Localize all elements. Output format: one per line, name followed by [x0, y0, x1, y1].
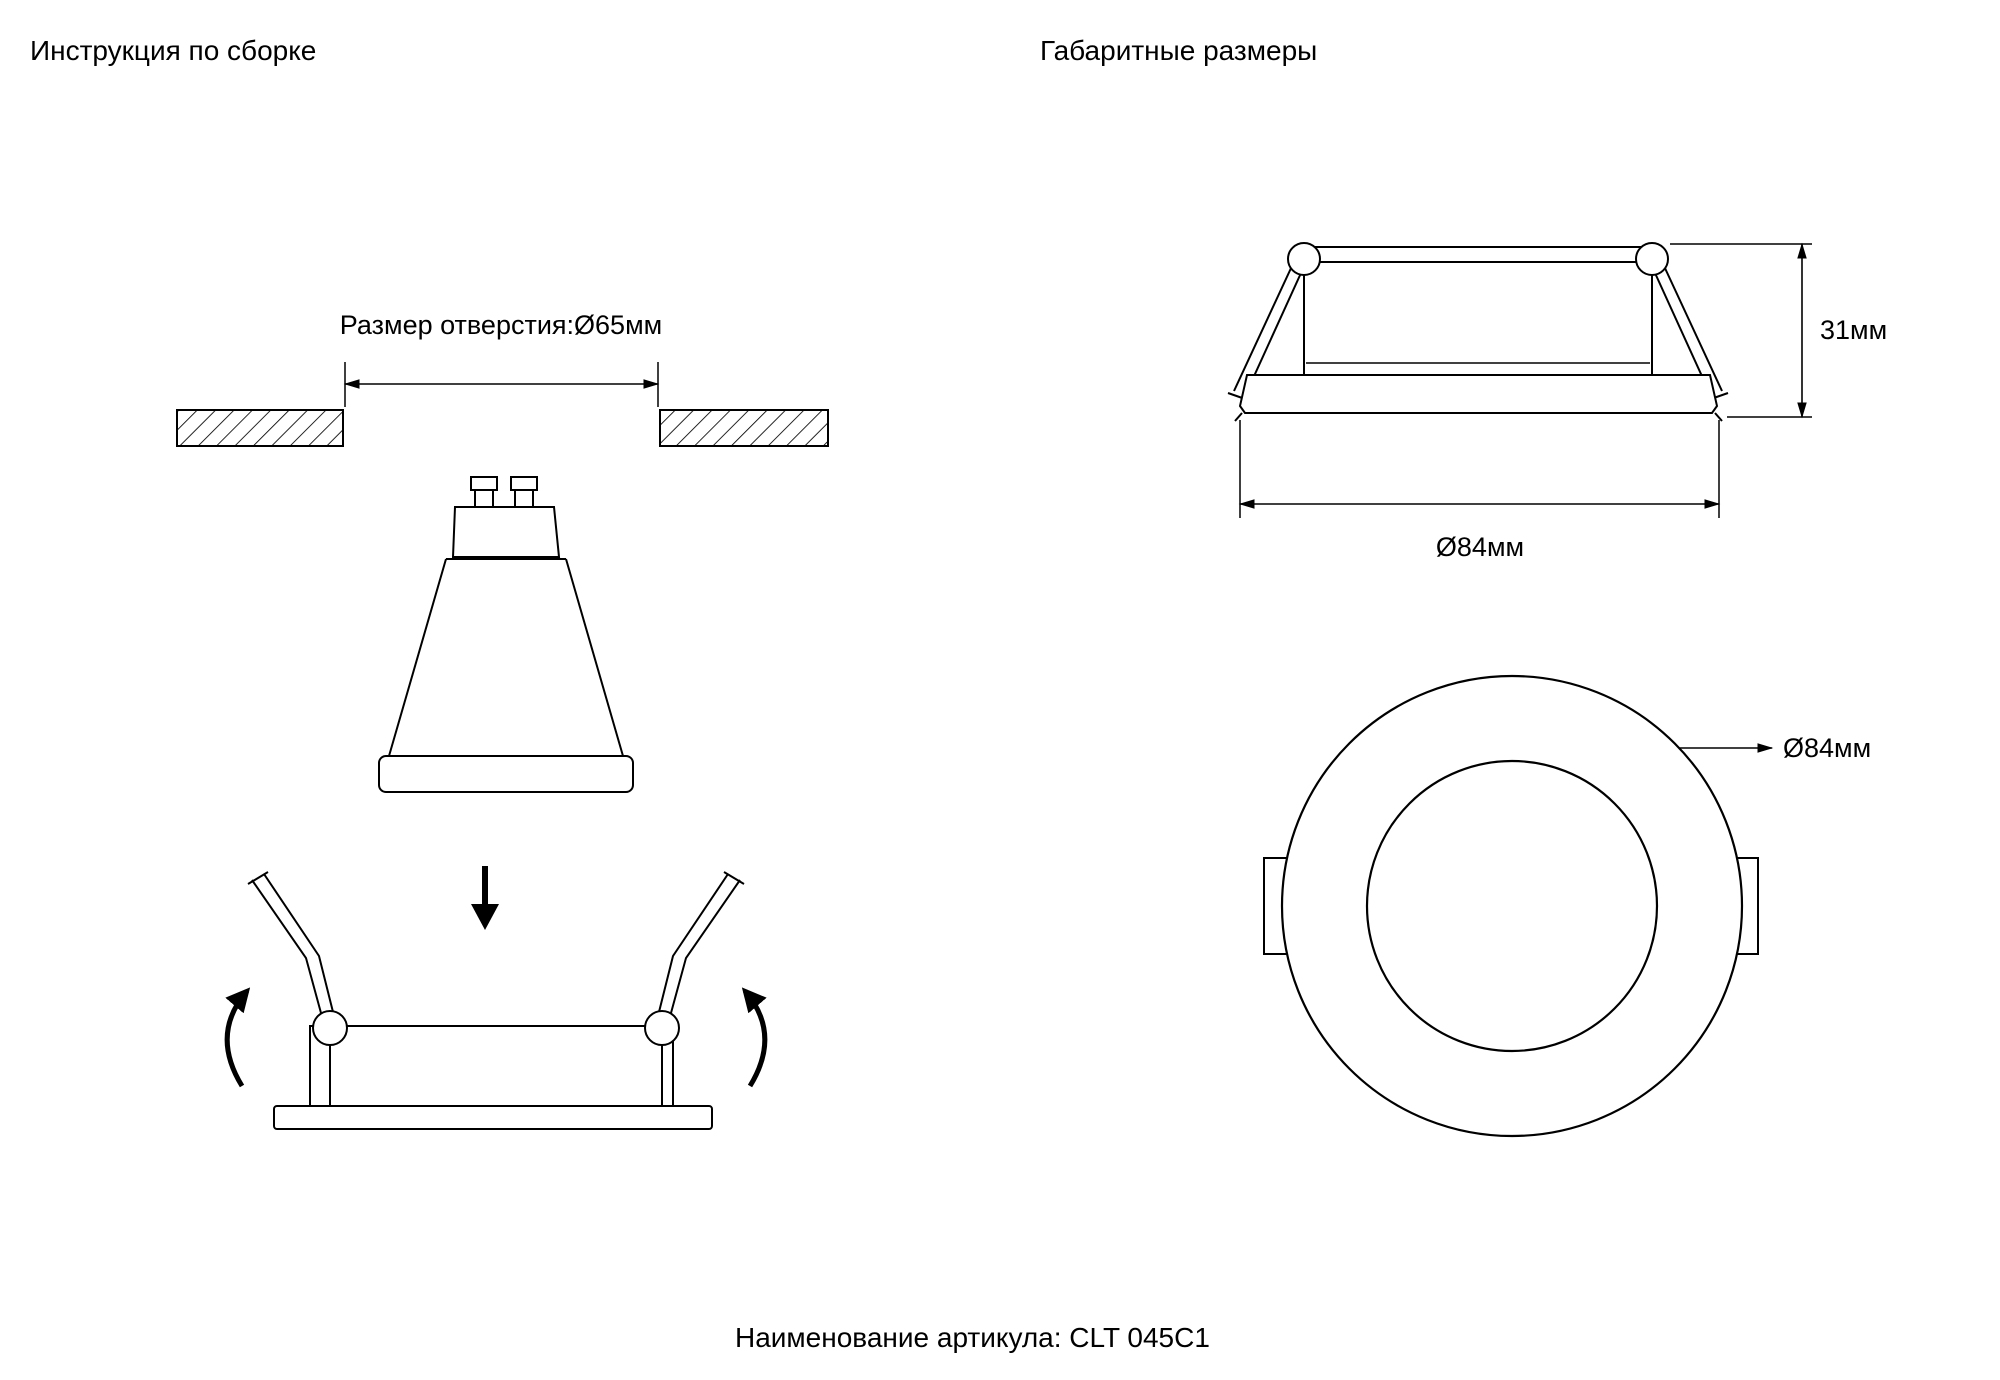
side-body: [1303, 261, 1653, 376]
article-name-label: Наименование артикула: CLT 045C1: [735, 1322, 1210, 1353]
front-diameter-label: Ø84мм: [1783, 733, 1871, 763]
front-inner-ring: [1365, 759, 1659, 1053]
ceiling-section-left: [176, 409, 344, 447]
fixture-body: [309, 1025, 674, 1107]
trim-lip-right: [1714, 412, 1723, 422]
height-dimension-label: 31мм: [1820, 315, 1887, 345]
ceiling-cutout: [176, 409, 829, 447]
lamp-neck: [451, 506, 561, 558]
lamp-pin-cap-left: [470, 476, 498, 491]
clip-arm-line: [1233, 265, 1293, 392]
outer-diameter-label: Ø84мм: [1436, 532, 1524, 562]
clip-foot: [247, 871, 269, 885]
side-pivot-left: [1287, 242, 1321, 276]
clip-arm-line: [263, 873, 335, 1017]
gu10-lamp: [378, 476, 634, 793]
trim-lip-left: [1234, 412, 1243, 422]
clip-foot: [723, 871, 745, 885]
spring-clip-left: [247, 871, 335, 1017]
spring-clip-right: [657, 871, 745, 1017]
lamp-body-right-edge: [565, 558, 624, 757]
lamp-pin-stem-left: [474, 489, 494, 508]
ceiling-section-right: [659, 409, 829, 447]
assembly-instructions-title: Инструкция по сборке: [30, 35, 317, 66]
rotate-arrow-right: [741, 987, 768, 1088]
mounting-fixture: [224, 871, 768, 1130]
clip-arm-line: [1663, 265, 1723, 392]
lamp-pin-cap-right: [510, 476, 538, 491]
side-view: [1227, 242, 1729, 422]
clip-arm-line: [251, 879, 322, 1014]
height-dimension: 31мм: [1670, 242, 1887, 419]
outer-diameter-dimension: Ø84мм: [1238, 420, 1721, 562]
side-trim: [1238, 374, 1719, 414]
fixture-trim-flange: [273, 1105, 713, 1130]
hole-size-label: Размер отверстия:Ø65мм: [340, 310, 662, 340]
lamp-body-left-edge: [388, 558, 447, 757]
hole-size-dimension: Размер отверстия:Ø65мм: [340, 310, 662, 407]
front-outer-ring: [1280, 674, 1744, 1138]
clip-pivot-right: [644, 1010, 680, 1046]
arrow-head: [471, 904, 499, 930]
insert-direction-arrow: [471, 866, 499, 930]
front-view: Ø84мм: [1263, 674, 1871, 1138]
lamp-face-rim: [378, 755, 634, 793]
side-pivot-right: [1635, 242, 1669, 276]
lamp-pin-stem-right: [514, 489, 534, 508]
clip-arm-line: [670, 879, 741, 1014]
overall-dimensions-title: Габаритные размеры: [1040, 35, 1318, 66]
clip-arm-line: [657, 873, 729, 1017]
clip-pivot-left: [312, 1010, 348, 1046]
rotate-arrow-left: [224, 987, 251, 1088]
